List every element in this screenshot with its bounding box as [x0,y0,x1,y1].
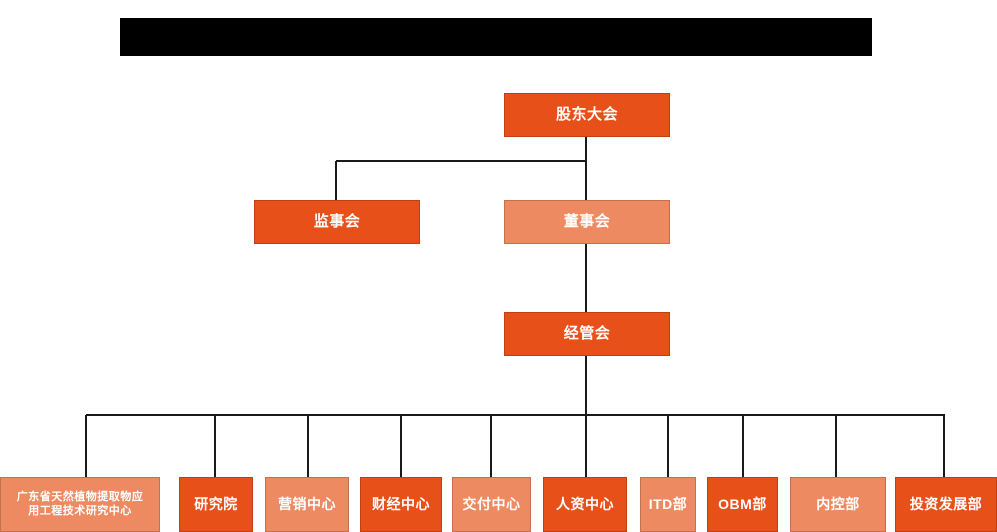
node-management-committee[interactable]: 经管会 [504,312,670,356]
drop-itd [667,415,669,477]
drop-internal-control [835,415,837,477]
department-node[interactable]: 交付中心 [452,477,531,532]
node-board-of-directors-label: 董事会 [563,212,611,230]
department-node-label: 财经中心 [372,495,430,512]
redacted-title-bar [120,18,872,56]
department-node-label: OBM部 [718,495,767,512]
drop-institute [214,415,216,477]
department-node[interactable]: 营销中心 [265,477,349,532]
department-node-label: 交付中心 [462,495,521,512]
department-node[interactable]: 人资中心 [543,477,627,532]
drop-research-center [85,415,87,477]
drop-hr [585,415,587,477]
department-node-label: 内控部 [816,495,860,512]
node-board-of-directors[interactable]: 董事会 [504,200,670,244]
department-node-label: 营销中心 [278,495,336,512]
department-node-label: ITD部 [648,495,688,512]
shareholders-cross-bar [336,160,587,162]
management-down-trunk [585,356,587,416]
department-node-label: 投资发展部 [909,495,983,512]
department-bus [86,414,945,416]
department-node-label: 人资中心 [556,495,614,512]
drop-investment [943,415,945,477]
department-node[interactable]: ITD部 [640,477,696,532]
drop-delivery [490,415,492,477]
department-node-label: 广东省天然植物提取物应 用工程技术研究中心 [16,490,144,517]
node-management-committee-label: 经管会 [563,324,611,342]
department-node[interactable]: 内控部 [790,477,886,532]
drop-marketing [307,415,309,477]
department-node-label: 研究院 [194,495,238,512]
drop-finance [400,415,402,477]
department-node[interactable]: OBM部 [707,477,778,532]
node-board-of-supervisors-label: 监事会 [313,212,361,230]
department-node[interactable]: 研究院 [179,477,253,532]
directors-drop [585,161,587,200]
node-shareholders-meeting[interactable]: 股东大会 [504,93,670,137]
department-node[interactable]: 财经中心 [360,477,442,532]
supervisors-drop [335,161,337,200]
directors-to-management [585,244,587,312]
node-shareholders-meeting-label: 股东大会 [555,105,618,123]
node-board-of-supervisors[interactable]: 监事会 [254,200,420,244]
department-node[interactable]: 投资发展部 [895,477,997,532]
department-node[interactable]: 广东省天然植物提取物应 用工程技术研究中心 [0,477,160,532]
drop-obm [742,415,744,477]
